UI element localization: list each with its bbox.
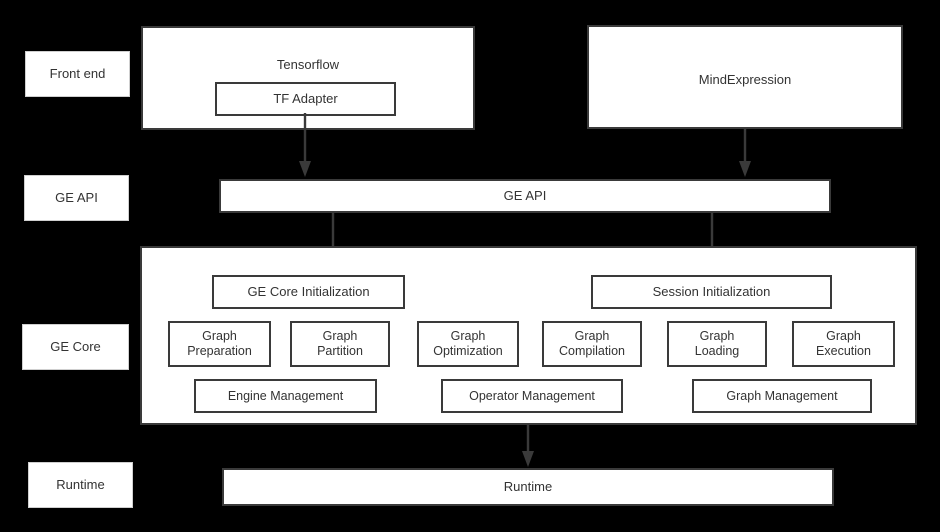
graph-management-label: Graph Management [726, 388, 838, 403]
graph-optimization-label: Graph Optimization [433, 329, 502, 359]
graph-optimization-box: Graph Optimization [417, 321, 519, 367]
layer-label-front-end-text: Front end [49, 66, 106, 82]
graph-partition-box: Graph Partition [290, 321, 390, 367]
graph-loading-box: Graph Loading [667, 321, 767, 367]
graph-compilation-box: Graph Compilation [542, 321, 642, 367]
ge-api-bar: GE API [219, 179, 831, 213]
graph-partition-label: Graph Partition [317, 329, 363, 359]
operator-management-label: Operator Management [469, 388, 595, 403]
graph-compilation-line2: Compilation [558, 344, 625, 358]
ge-api-bar-label: GE API [503, 188, 547, 204]
engine-management-label: Engine Management [227, 388, 344, 403]
runtime-bar: Runtime [222, 468, 834, 506]
graph-optimization-line2: Optimization [433, 344, 503, 358]
tf-adapter-label: TF Adapter [273, 91, 338, 107]
engine-management-box: Engine Management [194, 379, 377, 413]
arrow-tf-adapter-to-ge-api [295, 113, 315, 179]
graph-compilation-label: Graph Compilation [559, 329, 625, 359]
graph-execution-label: Graph Execution [816, 329, 871, 359]
graph-optimization-line1: Graph [450, 329, 486, 344]
session-initialization-box: Session Initialization [591, 275, 832, 309]
graph-compilation-line1: Graph [574, 329, 610, 344]
graph-loading-label: Graph Loading [695, 329, 740, 359]
graph-preparation-box: Graph Preparation [168, 321, 271, 367]
graph-preparation-line2: Preparation [187, 344, 252, 358]
graph-preparation-label: Graph Preparation [187, 329, 252, 359]
graph-execution-line2: Execution [816, 344, 871, 358]
layer-label-ge-core-text: GE Core [50, 339, 101, 355]
layer-label-ge-api-text: GE API [55, 190, 98, 206]
graph-preparation-line1: Graph [202, 329, 237, 344]
tensorflow-title: Tensorflow [276, 57, 340, 72]
mindexpression-container: MindExpression [587, 25, 903, 129]
tf-adapter-box: TF Adapter [215, 82, 396, 116]
graph-loading-line2: Loading [694, 344, 740, 358]
graph-management-box: Graph Management [692, 379, 872, 413]
layer-label-ge-api: GE API [24, 175, 129, 221]
arrow-ge-core-to-runtime [518, 425, 538, 469]
layer-label-ge-core: GE Core [22, 324, 129, 370]
graph-loading-line1: Graph [699, 329, 735, 344]
graph-execution-box: Graph Execution [792, 321, 895, 367]
graph-partition-line2: Partition [317, 344, 363, 358]
layer-label-runtime-text: Runtime [56, 477, 105, 493]
layer-label-front-end: Front end [25, 51, 130, 97]
operator-management-box: Operator Management [441, 379, 623, 413]
runtime-bar-label: Runtime [503, 479, 553, 495]
ge-core-initialization-label: GE Core Initialization [247, 284, 370, 300]
ge-core-container: GE Core Initialization Session Initializ… [140, 246, 917, 425]
layer-label-runtime: Runtime [28, 462, 133, 508]
ge-core-initialization-box: GE Core Initialization [212, 275, 405, 309]
tensorflow-container: Tensorflow TF Adapter [141, 26, 475, 130]
session-initialization-label: Session Initialization [652, 284, 771, 300]
mindexpression-title: MindExpression [698, 72, 792, 87]
graph-partition-line1: Graph [322, 329, 358, 344]
graph-execution-line1: Graph [826, 329, 861, 344]
arrow-mindexpression-to-ge-api [735, 129, 755, 179]
